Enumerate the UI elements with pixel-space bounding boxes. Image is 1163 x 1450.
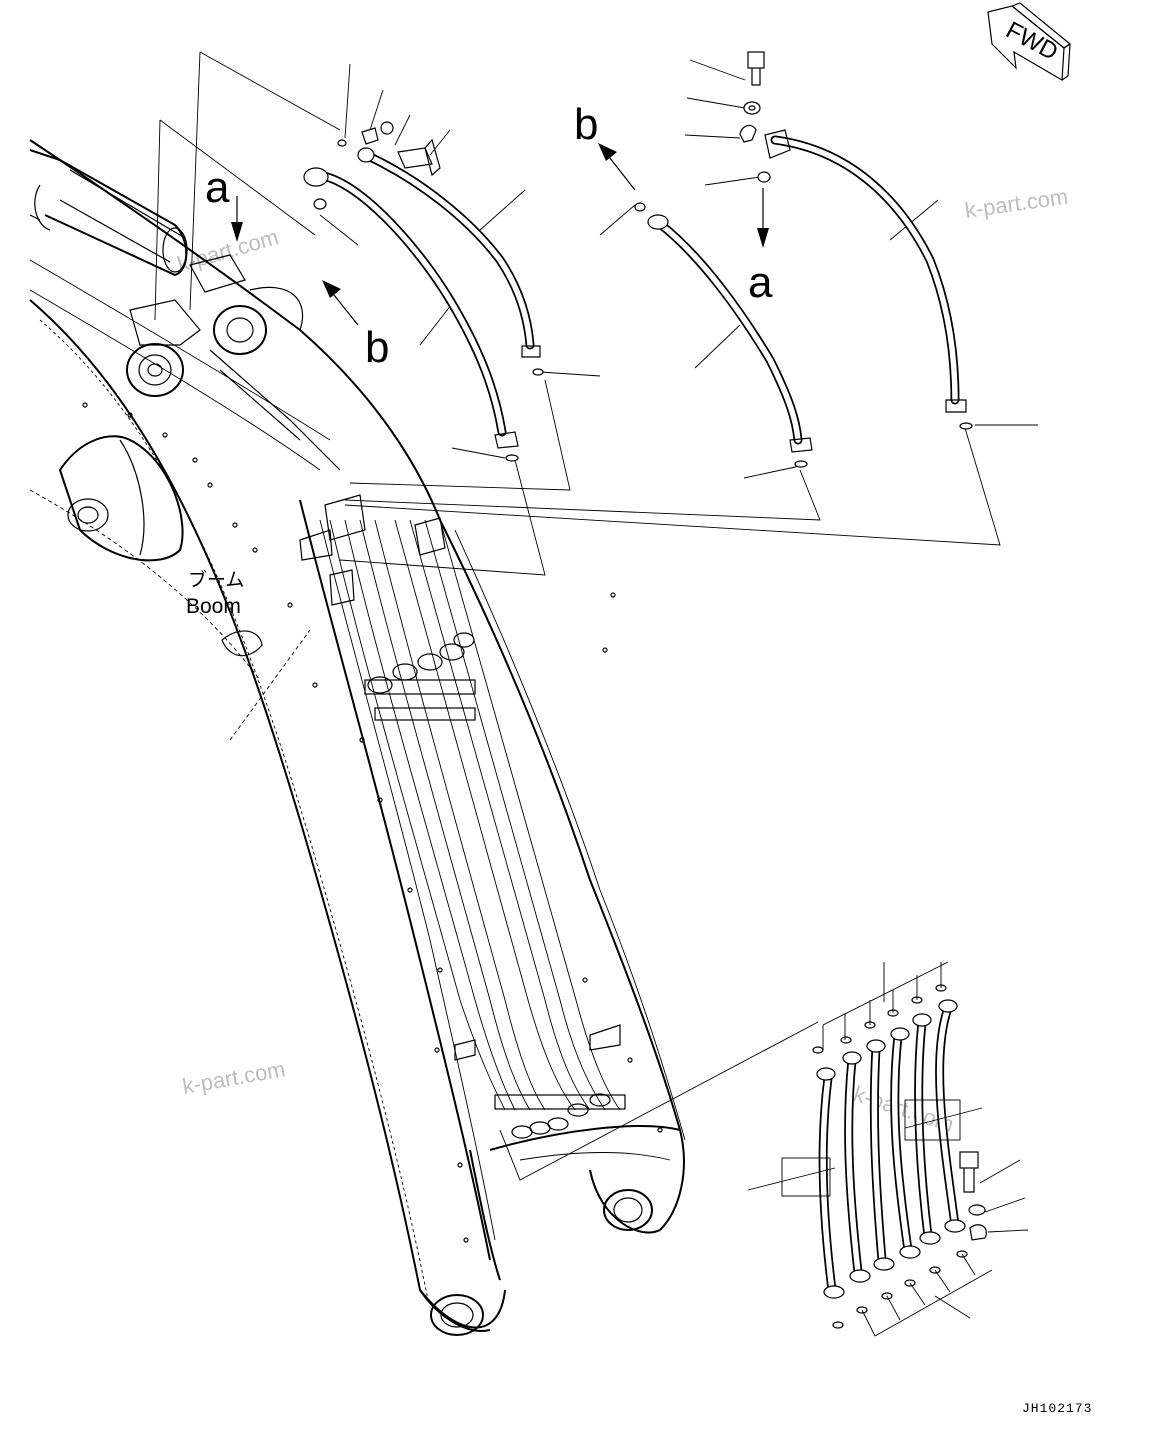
hose-assembly-upper-right: [634, 51, 973, 468]
hose-assembly-upper-left: [303, 121, 544, 462]
fwd-label: FWD: [1001, 17, 1062, 66]
boom-body: [29, 139, 686, 1336]
view-arrow-b-left-icon: [322, 280, 359, 326]
watermark-3: k-part.com: [181, 1056, 288, 1099]
view-arrow-b-right-icon: [598, 143, 636, 191]
fwd-arrow-icon: FWD: [987, 2, 1072, 82]
view-arrow-a-right-icon: [757, 188, 769, 248]
view-label-b-left: b: [365, 323, 389, 372]
boom-label-en: Boom: [186, 595, 241, 618]
boom-label-jp: ブーム: [188, 568, 244, 591]
view-label-a-right: a: [748, 258, 773, 307]
hose-set-detail: [747, 961, 1029, 1337]
boom-cylinder: [29, 149, 341, 471]
leader-lines: [154, 51, 1038, 1181]
watermark-2: k-part.com: [963, 184, 1069, 223]
view-arrow-a-left-icon: [231, 196, 243, 242]
drawing-code: JH102173: [1022, 1401, 1092, 1416]
view-label-b-right: b: [574, 100, 598, 149]
boom-hose-bundle: [299, 494, 626, 1139]
view-label-a-left: a: [205, 163, 230, 212]
